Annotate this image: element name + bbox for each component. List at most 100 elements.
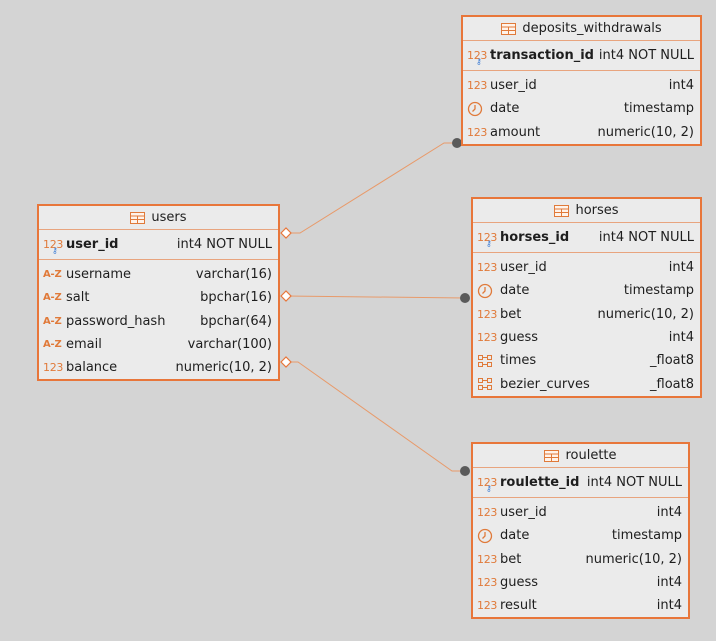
column-type: varchar(100)	[187, 337, 272, 353]
column-name: times	[500, 353, 537, 369]
column-name: bet	[500, 306, 522, 322]
column-name: amount	[490, 124, 541, 140]
entity-title: users	[151, 210, 187, 225]
table-icon	[501, 22, 517, 35]
number-type-icon: 123	[477, 552, 498, 566]
clock-icon	[467, 101, 487, 117]
column-type: int4	[656, 575, 682, 591]
text-type-icon: A-Z	[43, 269, 62, 281]
column-type: int4 NOT NULL	[598, 48, 694, 63]
column-row[interactable]: bezier_curves_float8	[473, 372, 700, 395]
entity-header[interactable]: horses	[473, 199, 700, 223]
column-row[interactable]: times _float8	[473, 349, 700, 372]
column-row[interactable]: date timestamp	[473, 524, 688, 547]
text-type-icon: A-Z	[43, 339, 62, 351]
column-name: date	[500, 283, 530, 299]
column-type: numeric(10, 2)	[597, 306, 694, 322]
number-type-icon: 123	[477, 331, 498, 345]
column-name: user_id	[66, 237, 119, 252]
column-name: password_hash	[66, 313, 166, 329]
column-name: date	[490, 101, 520, 117]
primary-key-row[interactable]: 123⚷user_id int4 NOT NULL	[39, 230, 278, 260]
column-type: int4 NOT NULL	[176, 237, 272, 252]
column-row[interactable]: date timestamp	[473, 279, 700, 302]
entity-users[interactable]: users 123⚷user_id int4 NOT NULL A-Z username…	[37, 204, 280, 382]
column-type: int4	[656, 598, 682, 614]
array-type-icon	[477, 376, 497, 392]
column-name: result	[500, 598, 537, 614]
number-type-icon: 123	[477, 599, 498, 613]
column-name: user_id	[490, 78, 537, 94]
entity-header[interactable]: roulette	[473, 444, 688, 468]
column-type: numeric(10, 2)	[597, 124, 694, 140]
column-name: transaction_id	[490, 48, 594, 63]
column-row[interactable]: A-Z password_hash bpchar(64)	[39, 310, 278, 333]
column-row[interactable]: A-Z username varchar(16)	[39, 263, 278, 286]
array-type-icon	[477, 353, 497, 369]
column-name: user_id	[500, 260, 547, 276]
number-type-icon: 123	[477, 506, 498, 520]
key-icon: ⚷	[486, 484, 492, 493]
key-icon: ⚷	[476, 57, 482, 66]
column-name: email	[66, 337, 102, 353]
entity-title: deposits_withdrawals	[522, 21, 662, 36]
entity-title: horses	[575, 203, 619, 218]
column-name: username	[66, 267, 131, 283]
key-icon: ⚷	[486, 239, 492, 248]
column-name: date	[500, 528, 530, 544]
column-list: A-Z username varchar(16) A-Z salt bpchar(16) A…	[39, 260, 278, 379]
table-icon	[544, 449, 560, 462]
column-type: timestamp	[611, 528, 682, 544]
column-row[interactable]: date timestamp	[463, 97, 700, 120]
column-type: int4	[668, 78, 694, 94]
primary-key-number-icon: 123⚷	[477, 231, 498, 248]
number-type-icon: 123	[43, 361, 64, 375]
column-type: timestamp	[623, 283, 694, 299]
column-type: int4 NOT NULL	[586, 475, 682, 490]
primary-key-number-icon: 123⚷	[43, 238, 64, 255]
column-name: salt	[66, 290, 90, 306]
column-type: int4	[668, 330, 694, 346]
column-type: _float8	[650, 353, 694, 369]
column-type: int4 NOT NULL	[598, 230, 694, 245]
column-type: bpchar(64)	[200, 313, 272, 329]
clock-icon	[477, 283, 497, 299]
number-type-icon: 123	[477, 576, 498, 590]
entity-header[interactable]: deposits_withdrawals	[463, 17, 700, 41]
text-type-icon: A-Z	[43, 315, 62, 327]
column-type: varchar(16)	[195, 267, 272, 283]
column-name: balance	[66, 360, 118, 376]
column-type: bpchar(16)	[200, 290, 272, 306]
column-type: timestamp	[623, 101, 694, 117]
column-name: bezier_curves	[500, 376, 590, 392]
column-name: guess	[500, 330, 539, 346]
number-type-icon: 123	[467, 125, 488, 139]
column-row[interactable]: A-Z email varchar(100)	[39, 333, 278, 356]
column-type: int4	[668, 260, 694, 276]
number-type-icon: 123	[467, 79, 488, 93]
number-type-icon: 123	[477, 261, 498, 275]
entity-header[interactable]: users	[39, 206, 278, 230]
clock-icon	[477, 528, 497, 544]
